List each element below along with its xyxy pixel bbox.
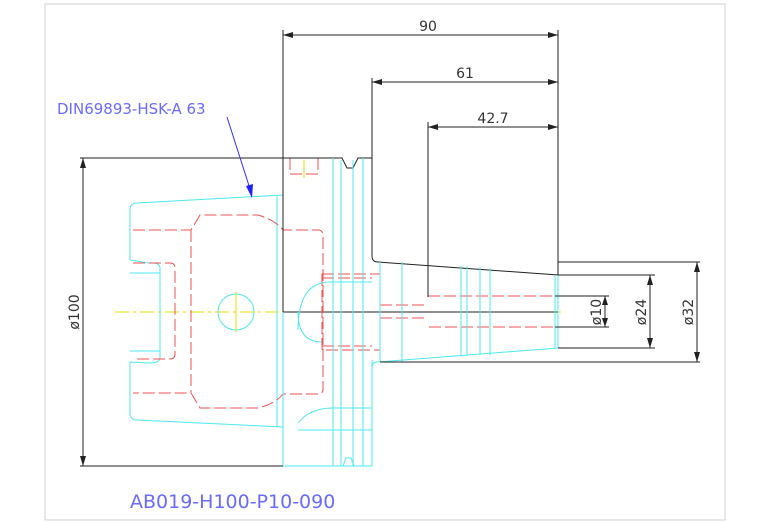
callout-arrow-icon (246, 184, 253, 198)
dim-flange-diameter: ø100 (67, 294, 83, 329)
dim-bore-depth: 42.7 (477, 111, 508, 127)
dim-tip-diameter: ø24 (634, 299, 650, 325)
dim-bore-diameter: ø10 (589, 299, 605, 325)
part-number: AB019-H100-P10-090 (130, 491, 335, 513)
dimensions (80, 30, 700, 466)
sheet-border (44, 3, 726, 521)
hidden-cavity (133, 158, 556, 409)
dim-overall-length: 90 (419, 19, 437, 35)
nose (371, 261, 559, 369)
hsk-shank (129, 194, 284, 428)
dim-nose-length: 61 (456, 66, 474, 82)
hsk-callout-label: DIN69893-HSK-A 63 (57, 100, 206, 118)
flange (80, 157, 379, 467)
callout-leader (226, 116, 252, 193)
dim-nose-diameter: ø32 (681, 299, 697, 325)
